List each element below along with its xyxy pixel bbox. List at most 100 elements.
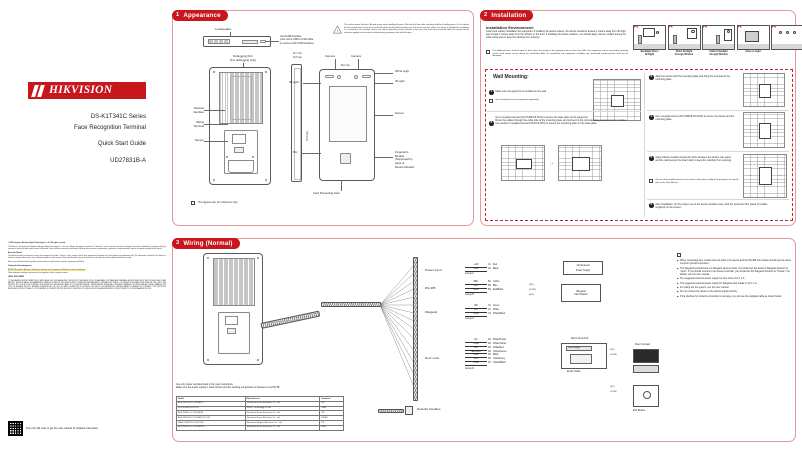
wire-color: Yellow <box>492 281 500 284</box>
wire-color: White/Black <box>492 312 506 315</box>
wire-terminal: BTN <box>465 357 487 363</box>
notes-icon-row <box>677 253 682 258</box>
terminal-com-3: (COM) <box>529 289 536 291</box>
ext-power-label: 12V External Power Supply <box>575 265 591 272</box>
env-caption: Indirect Sunlight through Window <box>709 51 728 56</box>
step3-figure <box>743 73 785 107</box>
install-step5-note: You can also install the device on the w… <box>655 179 739 184</box>
electric-strike-label: Erotic Strike <box>567 370 581 373</box>
cell-manufacturer: Shenzhen Honor Electronic Co., Ltd <box>244 424 321 431</box>
cable-sheath <box>321 302 381 307</box>
env-caption: Direct Sunlight through Window <box>674 51 694 56</box>
note-icon <box>191 201 196 206</box>
wire-terminal: +12V <box>465 264 487 268</box>
legal-disclaimer-body: TO THE MAXIMUM EXTENT PERMITTED BY APPLI… <box>8 280 166 290</box>
group-label: Group B <box>465 293 474 297</box>
door-contact-base <box>633 365 659 373</box>
wire-pin: B1 <box>488 281 491 284</box>
install-step-5: 5 Apply silicone sealant among the joint… <box>649 156 735 162</box>
cover-panel: HIKVISION DS-K1T341C Series Face Recogni… <box>0 0 168 232</box>
label-debugging-port: Debugging Port (For debugging only) <box>230 54 256 62</box>
wire-color: Yellow/Black <box>492 362 506 365</box>
wire-row: +12V A1 Red <box>465 264 499 268</box>
env-thumb-close-to-light: ✕ <box>736 25 770 50</box>
ext-power-supply-box: 12V External Power Supply <box>563 261 603 275</box>
label-mic: Mic <box>293 150 298 154</box>
wiring-group-power-input: Power Input <box>425 268 442 272</box>
label-ir-light-left: IR Light <box>289 80 299 84</box>
power-supply-spec-table: Model Manufacturer Standard ADS-26FSG-12… <box>176 396 344 431</box>
env-thumb-backlight: ✕ <box>633 25 666 50</box>
wire-color: White <box>492 308 499 311</box>
doc-type: Quick Start Guide <box>97 140 146 148</box>
exit-button-figure <box>633 385 659 407</box>
step-text: After installation, for the proper use o… <box>655 203 768 210</box>
wire-pin: C2 <box>488 308 491 311</box>
env-warning-item: ✕ <box>771 25 802 57</box>
legal-disclaimer-heading: LEGAL DISCLAIMER <box>8 277 24 279</box>
wire-color: Green <box>492 305 500 308</box>
wire-row: GND D7 Yellow/Black <box>465 361 508 366</box>
card-reader-label: Wiegand Card Reader <box>574 289 588 296</box>
step-text: Align the device with the mounting plate… <box>655 75 731 82</box>
qr-code-icon <box>8 421 23 436</box>
group-label: Group A <box>465 272 474 276</box>
wire-row: GND A2 Black <box>465 267 499 272</box>
wire-terminal: 485- <box>465 284 487 289</box>
install-env-text: Indoor and outdoor installation are supp… <box>486 31 626 40</box>
wire-color: White/Yellow <box>492 342 507 345</box>
wiring-note: Do not connect the device to the electri… <box>677 291 791 294</box>
terminal-no-3: (NO) <box>529 294 534 296</box>
installation-panel: 2 Installation Installation Environment:… <box>480 10 802 226</box>
sticker-warning-block: ! This sticker means Hot parts! Burned f… <box>333 24 469 34</box>
label-screen: Screen <box>395 111 404 115</box>
dim-width: 83.2 mm <box>341 65 350 67</box>
logo-slashes-icon <box>31 84 45 97</box>
lock-figure-box: Door Supply <box>561 343 607 369</box>
cover-title-block: DS-K1T341C Series Face Recognition Termi… <box>0 112 146 167</box>
label-camera-left: Camera <box>325 54 335 58</box>
wire-terminal: GND <box>465 353 487 359</box>
install-step1-note-row: You should purchase the gang box separat… <box>489 99 585 104</box>
note-icon <box>486 50 491 55</box>
install-env-title: Installation Environment: <box>486 25 535 30</box>
group-label: Group D <box>465 366 475 370</box>
wire-pin: B2 <box>488 284 491 287</box>
wire-terminal: COM <box>465 342 487 347</box>
wire-terminal: GND <box>465 267 487 272</box>
qr-scan-row: Scan the QR code to get the user manual … <box>8 421 99 436</box>
door-supply-label: Door Supply <box>568 346 581 349</box>
dim-depth1: 22.7 mm <box>293 53 302 55</box>
cell-model: ADS-26FSG-12 12024EPBS <box>176 424 246 431</box>
wall-mounting-dashed-area <box>485 69 793 221</box>
wire-row: W0 C1 Green <box>465 305 506 309</box>
step-number: 3 <box>649 74 654 80</box>
step4-figure <box>743 112 785 148</box>
exit-button-label: Exit Button <box>633 409 646 412</box>
env-thumb-direct-sunlight: ✕ <box>667 25 701 50</box>
wiring-group-rs485: RS-485 <box>425 286 436 290</box>
legal-about-heading: About this Manual <box>8 252 22 254</box>
note-icon <box>489 99 494 104</box>
wiring-note: When connecting door contact and exit bu… <box>677 260 791 266</box>
install-env-note-row: The additional force shall be equal to t… <box>486 50 628 58</box>
wiring-section-header: 3 Wiring (Normal) <box>172 238 240 249</box>
device-side-view <box>291 64 302 182</box>
note-icon <box>677 253 682 258</box>
install-step-6: 6 After installation, for the proper use… <box>649 203 775 209</box>
terminal-com-2: (COM) <box>610 391 617 393</box>
terminal-nc-2: (NC) <box>610 386 615 388</box>
wire-pin: D4 <box>488 350 491 353</box>
wire-pin: C3 <box>488 312 491 315</box>
env-thumb-indirect-sunlight: ✕ <box>702 25 735 50</box>
wiring-note: The Wiegand terminal here is a Wiegand i… <box>677 268 791 277</box>
baseplate-figure <box>501 145 545 181</box>
wiring-section-title: Wiring (Normal) <box>183 239 233 247</box>
label-wiring-terminal: Wiring Terminal <box>193 120 204 128</box>
wire-terminal: GND <box>465 361 487 366</box>
table-row: ADS-26FSG-12 12024EPCU-1 KR Shenzhen Hon… <box>176 415 344 421</box>
step5-figure: ↓ → ← <box>743 154 787 198</box>
arrow-down-icon: ↓ <box>764 156 766 161</box>
wire-color: Yellow/Green <box>492 350 507 353</box>
